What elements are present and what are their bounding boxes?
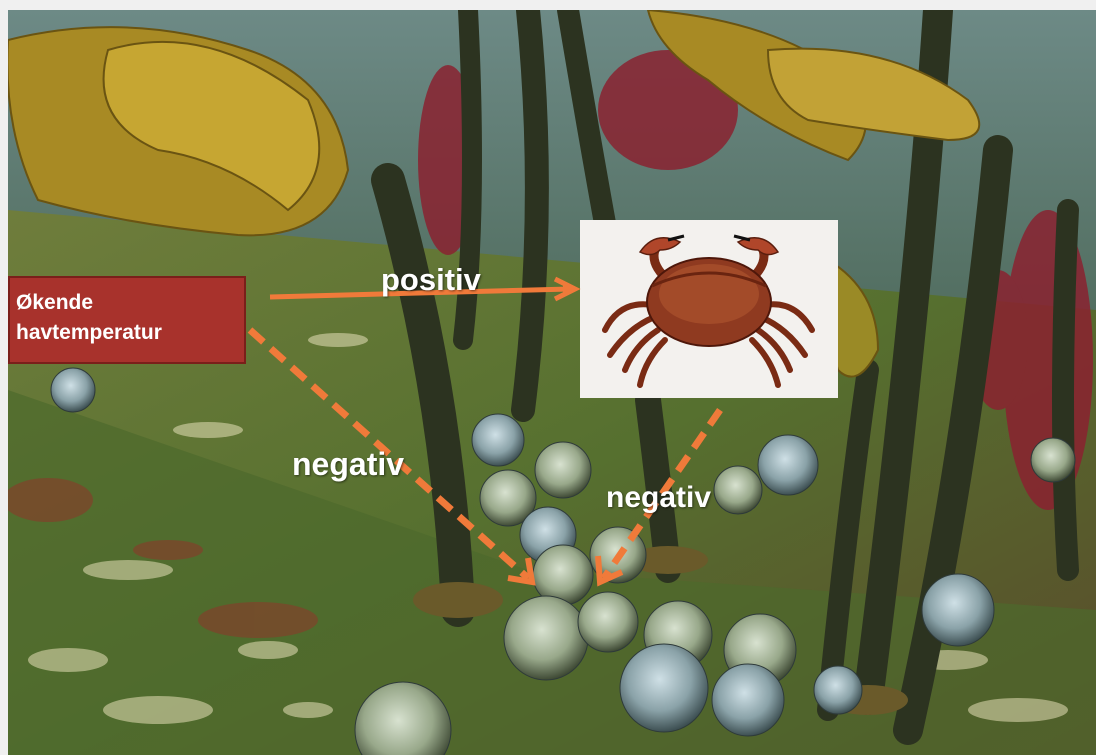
label-positiv: positiv [381,262,481,298]
temperature-line-1: Økende [16,288,234,318]
label-negativ-left: negativ [292,446,404,483]
temperature-line-2: havtemperatur [16,318,234,348]
label-negativ-right: negativ [606,481,711,515]
temperature-box: Økende havtemperatur [8,276,246,364]
